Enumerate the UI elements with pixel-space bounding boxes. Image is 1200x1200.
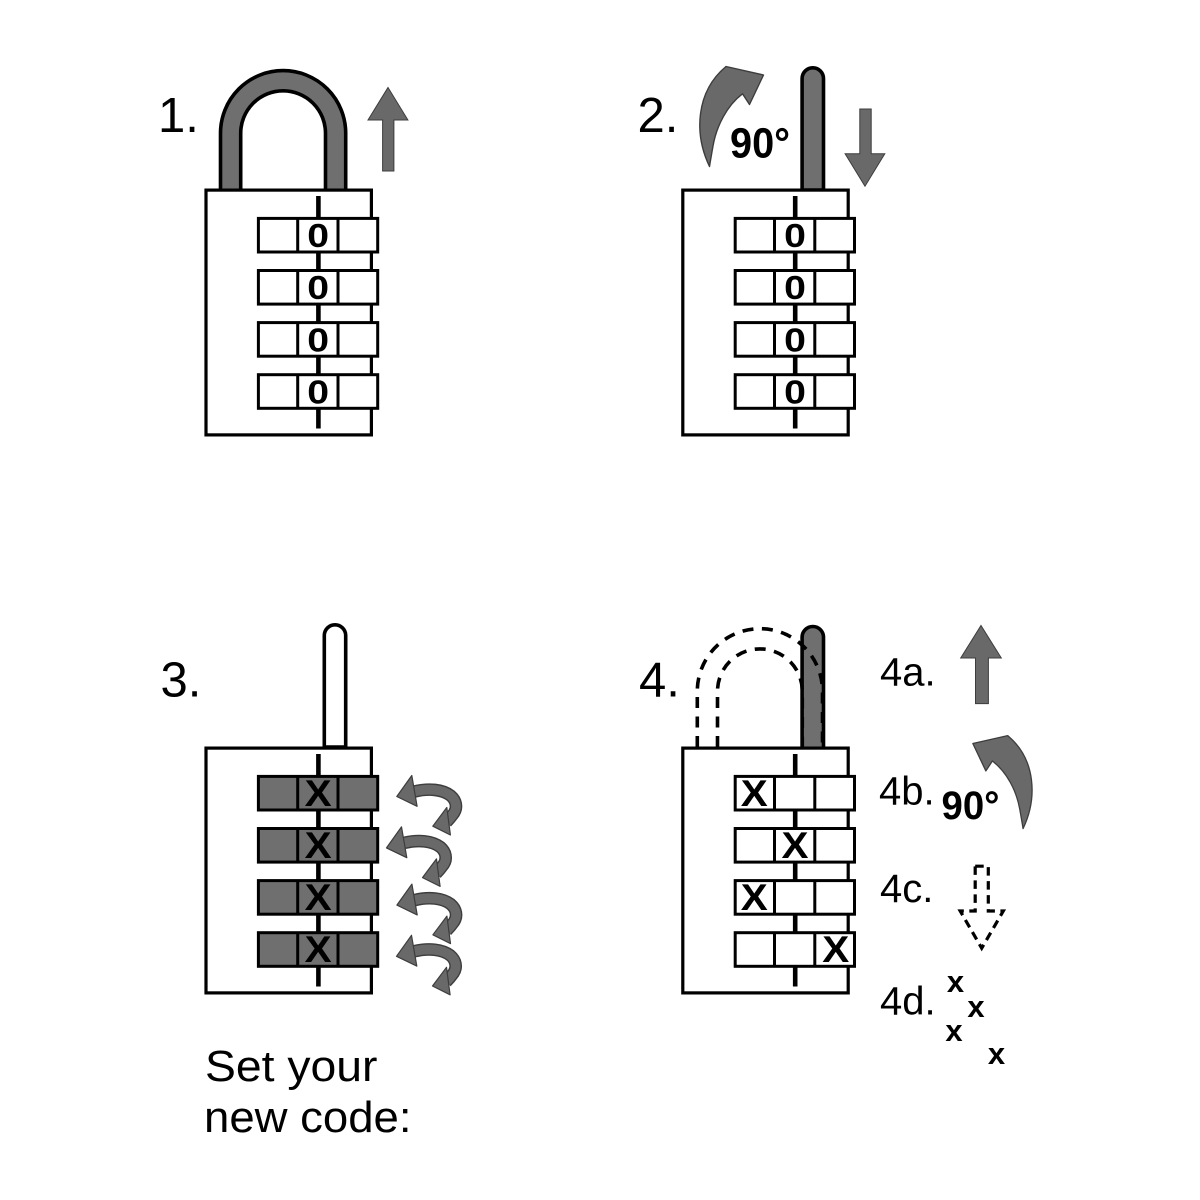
svg-text:x: x [967,989,985,1024]
svg-text:4a.: 4a. [880,651,936,695]
svg-text:0: 0 [784,373,806,410]
svg-text:x: x [945,1013,963,1048]
svg-text:3.: 3. [161,653,202,707]
svg-text:X: X [741,773,768,814]
svg-text:1.: 1. [158,89,199,143]
svg-text:x: x [947,964,965,999]
svg-text:0: 0 [307,269,329,306]
svg-text:x: x [988,1036,1006,1071]
svg-text:0: 0 [784,269,806,306]
svg-text:X: X [782,825,809,866]
svg-text:0: 0 [307,217,329,254]
svg-text:0: 0 [307,321,329,358]
svg-text:0: 0 [307,373,329,410]
svg-text:4b.: 4b. [879,770,935,814]
svg-text:0: 0 [784,321,806,358]
svg-text:X: X [305,929,332,970]
svg-text:X: X [822,929,849,970]
svg-text:X: X [305,877,332,918]
svg-text:90°: 90° [942,784,1000,828]
svg-text:X: X [305,825,332,866]
svg-text:Set your: Set your [205,1042,378,1091]
svg-text:4d.: 4d. [880,980,936,1024]
svg-text:X: X [305,773,332,814]
svg-text:4c.: 4c. [880,867,933,911]
svg-text:4.: 4. [639,653,680,707]
svg-text:2.: 2. [638,89,679,143]
svg-text:X: X [741,877,768,918]
svg-text:0: 0 [784,217,806,254]
svg-text:90°: 90° [730,120,790,168]
svg-text:new code:: new code: [204,1093,412,1142]
